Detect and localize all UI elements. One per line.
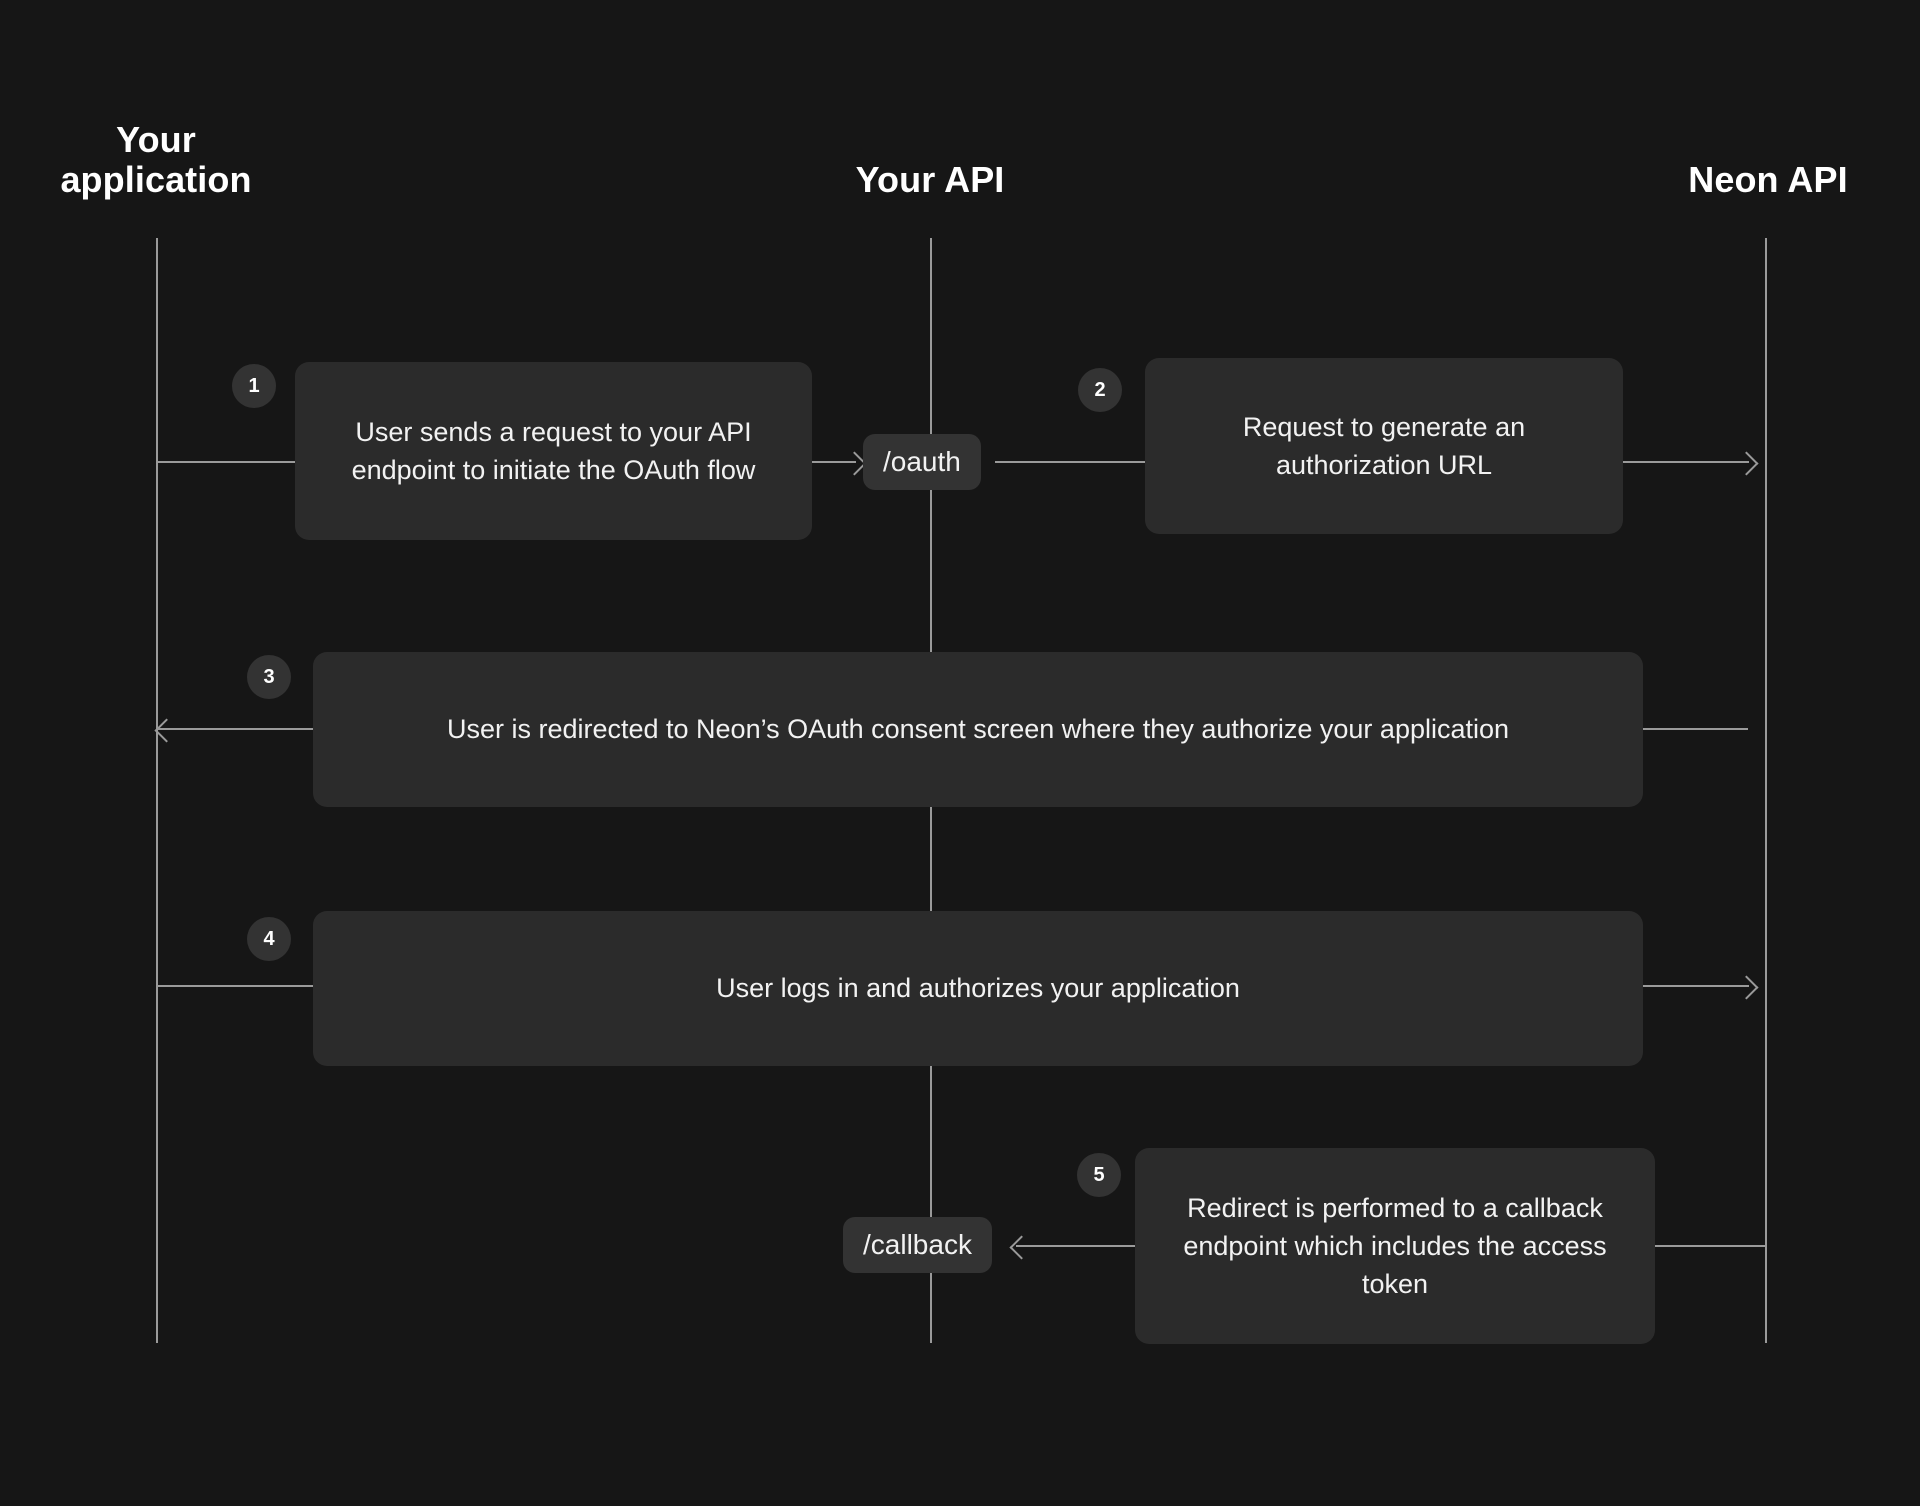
step-card-2-text: Request to generate an authorization URL	[1242, 411, 1526, 480]
step-card-5-text: Redirect is performed to a callback endp…	[1183, 1192, 1607, 1300]
connector-step4-card-to-neon	[1643, 985, 1749, 987]
step-card-3: User is redirected to Neon’s OAuth conse…	[313, 652, 1643, 807]
step-badge-3: 3	[247, 655, 291, 699]
lifeline-your-application	[156, 238, 158, 1343]
connector-step3-card-to-neon	[1643, 728, 1748, 730]
step-card-4-text: User logs in and authorizes your applica…	[716, 973, 1240, 1004]
connector-step5-card-to-callback	[1016, 1245, 1135, 1247]
step-badge-2: 2	[1078, 368, 1122, 412]
arrowhead-step3-to-app	[154, 718, 179, 743]
step-card-4: User logs in and authorizes your applica…	[313, 911, 1643, 1066]
endpoint-pill-oauth[interactable]: /oauth	[863, 434, 981, 490]
connector-step4-app-to-card	[156, 985, 313, 987]
connector-step2-to-neon	[1623, 461, 1749, 463]
arrowhead-step5-to-callback	[1009, 1235, 1034, 1260]
step-badge-5: 5	[1077, 1153, 1121, 1197]
connector-step1-card-to-oauth	[812, 461, 856, 463]
lifeline-neon-api	[1765, 238, 1767, 1343]
endpoint-pill-callback[interactable]: /callback	[843, 1217, 992, 1273]
step-card-1-text: User sends a request to your API endpoin…	[351, 416, 756, 485]
connector-step1-app-to-card	[156, 461, 296, 463]
step-card-3-text: User is redirected to Neon’s OAuth conse…	[446, 714, 1510, 745]
column-header-your-api: Your API	[855, 159, 1005, 200]
step-badge-1: 1	[232, 364, 276, 408]
arrowhead-step4-to-neon	[1734, 975, 1759, 1000]
step-card-1: User sends a request to your API endpoin…	[295, 362, 812, 540]
step-card-5: Redirect is performed to a callback endp…	[1135, 1148, 1655, 1344]
connector-step3-app-to-card	[158, 728, 313, 730]
step-card-2: Request to generate an authorization URL	[1145, 358, 1623, 534]
connector-step5-card-to-neon	[1655, 1245, 1766, 1247]
column-header-neon-api: Neon API	[1688, 159, 1848, 200]
column-header-your-application: Your application	[60, 119, 252, 201]
arrowhead-step2-to-neon	[1734, 451, 1759, 476]
step-badge-4: 4	[247, 917, 291, 961]
connector-oauth-to-step2	[995, 461, 1145, 463]
